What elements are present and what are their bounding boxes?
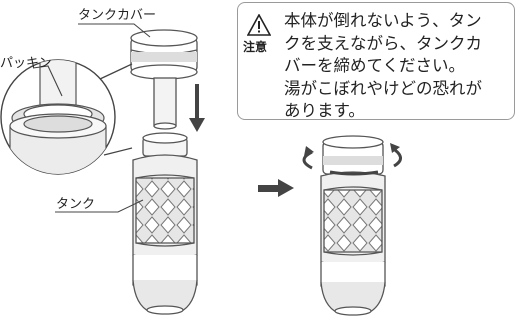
tank-label: タンク: [56, 197, 96, 212]
caution-line: 本体が倒れないよう、タン: [284, 11, 482, 30]
tank-body-right: [320, 135, 386, 316]
caution-text: 本体が倒れないよう、タン クを支えながら、タンクカ バーを締めてください。 湯が…: [284, 10, 516, 123]
right-arrow-icon: [258, 179, 294, 197]
caution-line: クを支えながら、タンクカ: [284, 33, 482, 53]
rotate-arrow-icon: [302, 143, 402, 176]
down-arrow-icon: [189, 84, 205, 132]
caution-line: バーを締めてください。: [284, 56, 466, 75]
caution-badge: 注意: [243, 40, 268, 54]
caution-line: 湯がこぼれやけどの恐れが: [284, 78, 482, 98]
tank-cover-label: タンクカバー: [78, 8, 157, 23]
tank-body-left: [132, 132, 198, 315]
leader-lines: [32, 23, 151, 213]
warning-triangle-icon: [247, 14, 271, 36]
caution-box: [237, 2, 515, 120]
packing-label: パッキン: [0, 56, 52, 71]
tank-cover-drawing: [130, 29, 198, 130]
packing-detail-circle: [0, 59, 133, 175]
caution-line: あります。: [284, 101, 365, 120]
